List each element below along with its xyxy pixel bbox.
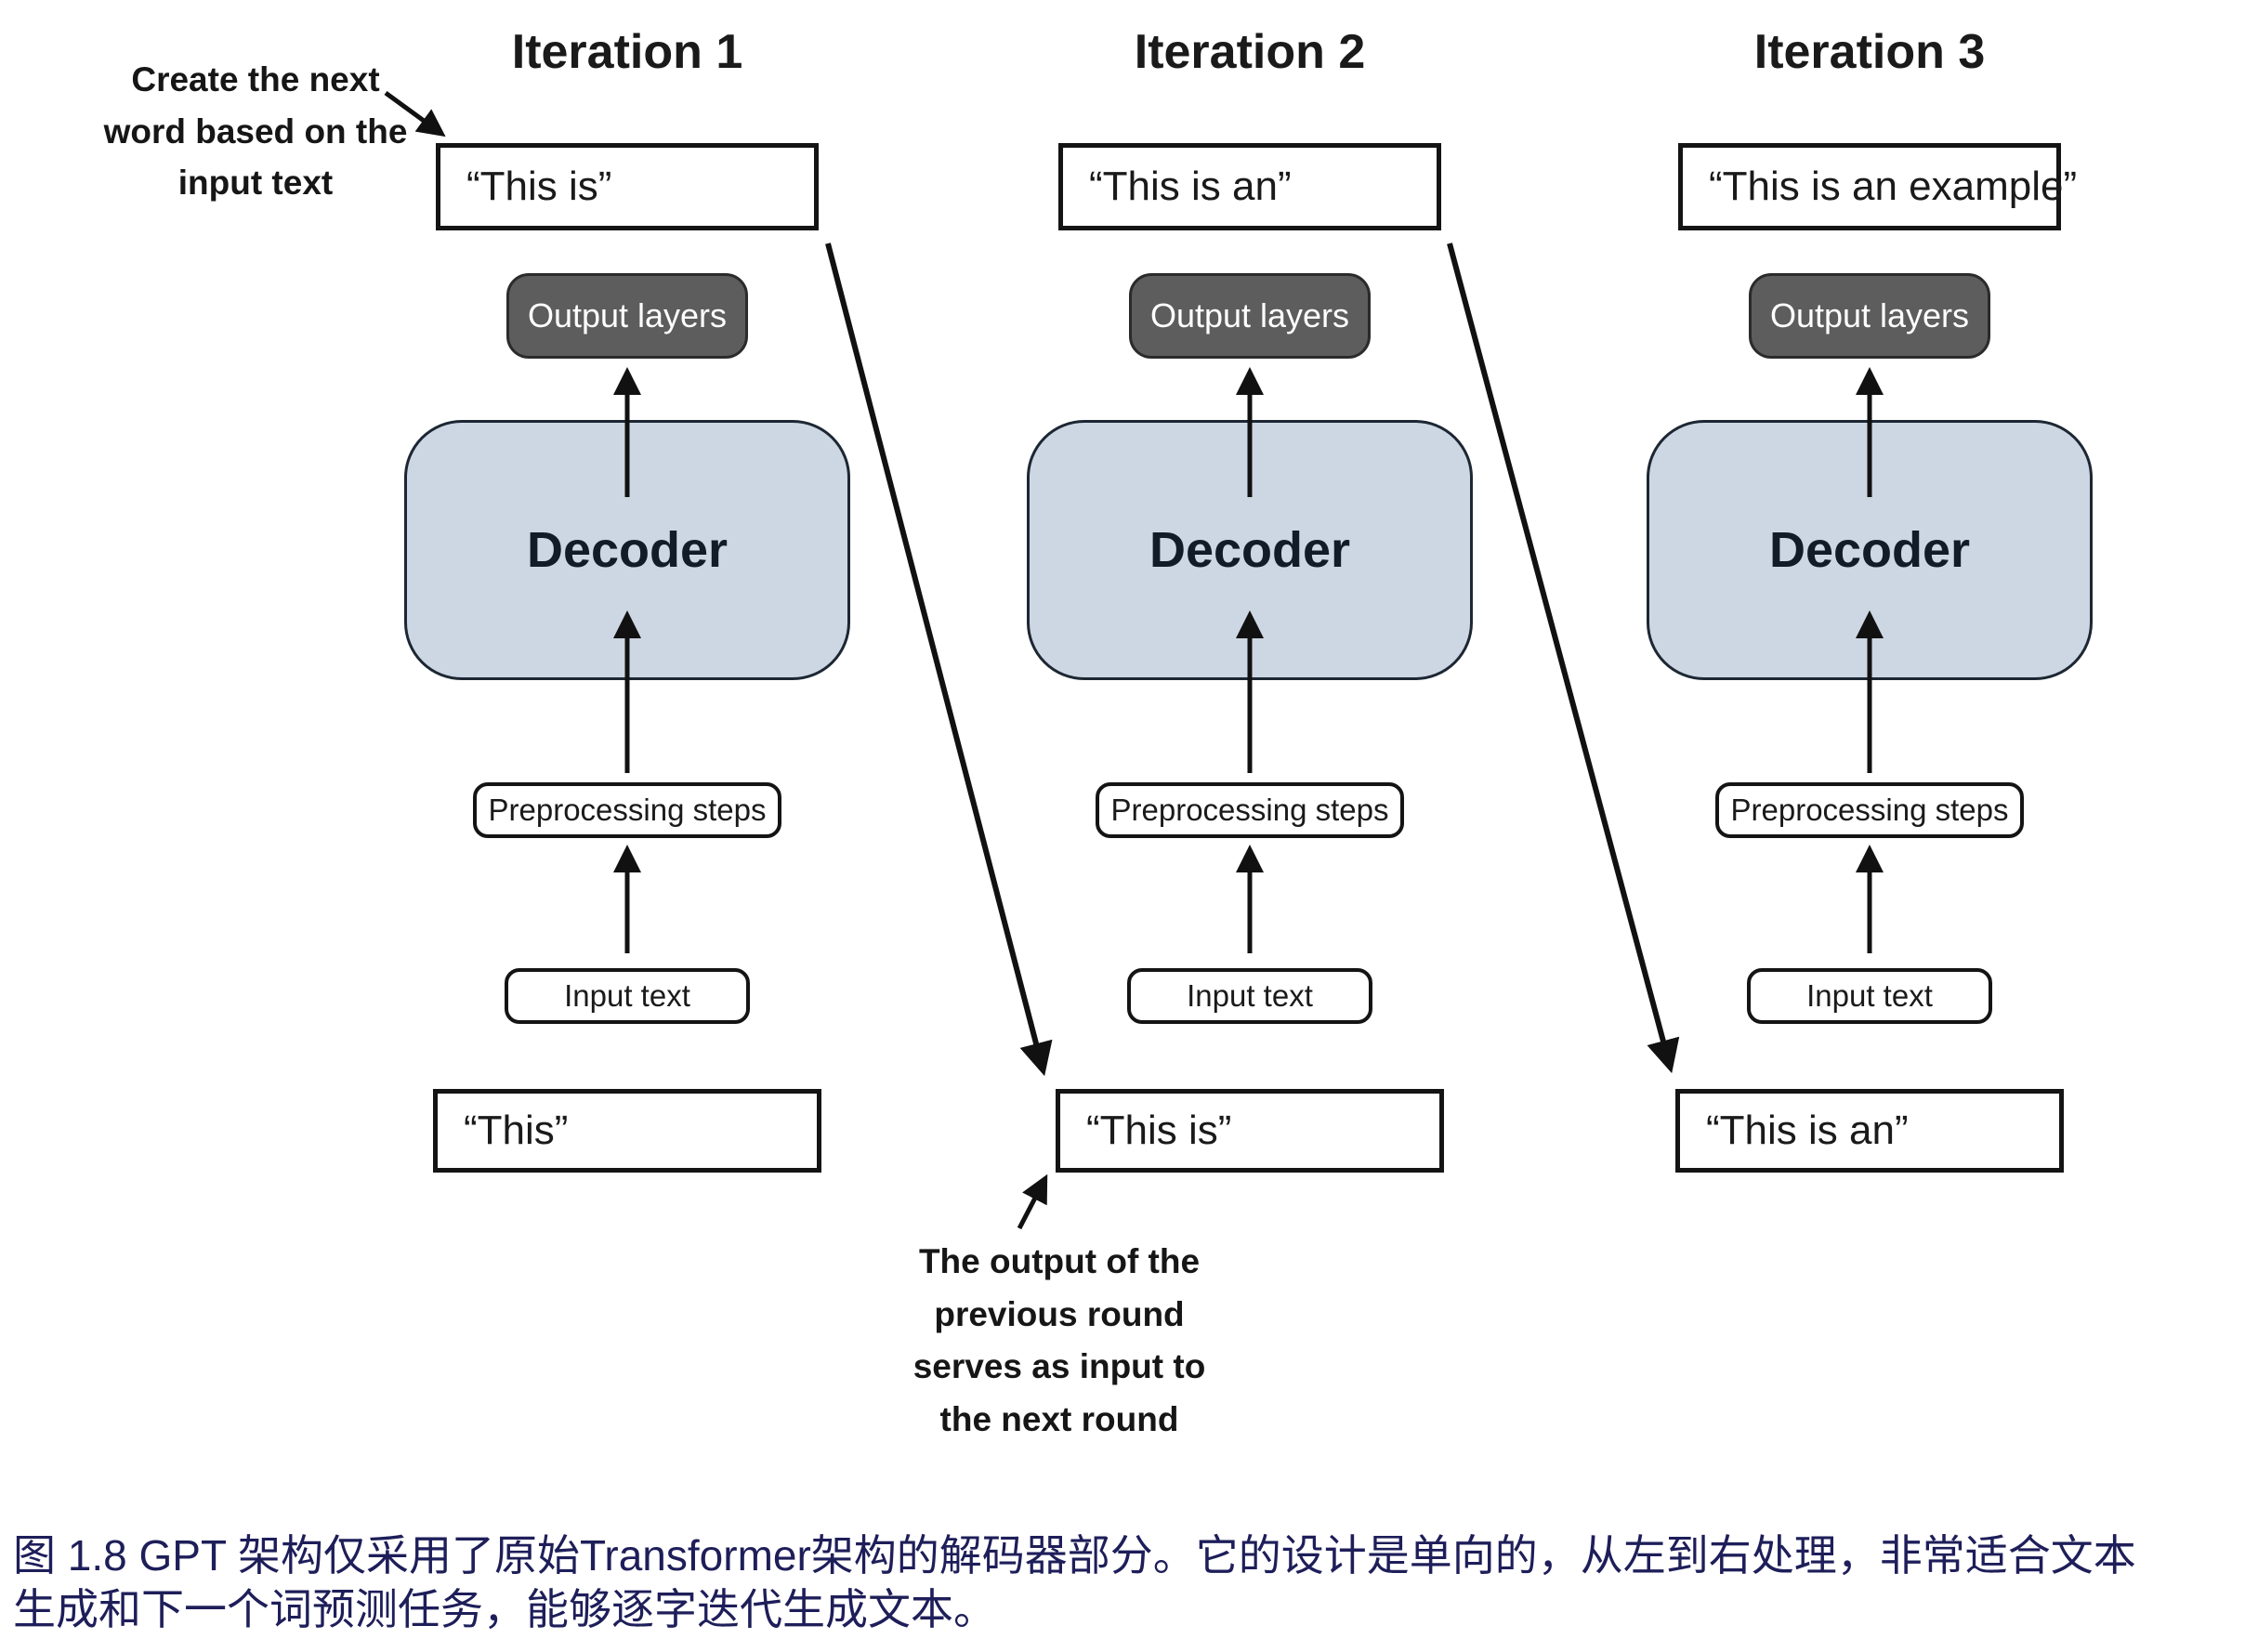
preprocessing-steps-box: Preprocessing steps (1096, 782, 1404, 838)
output-layers-label: Output layers (1149, 296, 1350, 334)
output-layers-box: Output layers (506, 273, 748, 359)
input-text-box: Input text (1127, 968, 1372, 1024)
create-next-word-note: Create the next word based on the input … (79, 54, 432, 209)
output-feeds-next-round-note: The output of the previous round serves … (869, 1236, 1250, 1446)
preprocessing-steps-box: Preprocessing steps (1715, 782, 2024, 838)
note-line: serves as input to (912, 1347, 1206, 1386)
generated-text: “This is” (466, 164, 612, 209)
decoder-box: Decoder (404, 420, 850, 680)
decoder-label: Decoder (1768, 522, 1971, 578)
preprocessing-steps-box: Preprocessing steps (473, 782, 781, 838)
input-text-label: Input text (1187, 978, 1313, 1013)
note-line: the next round (939, 1399, 1179, 1438)
input-text-box: Input text (1747, 968, 1992, 1024)
output-layers-label: Output layers (1769, 296, 1970, 334)
iteration-column-3: Iteration 3 “This is an example” Output … (1489, 0, 2251, 1199)
input-string-box: “This is” (1056, 1089, 1444, 1173)
generated-text: “This is an” (1089, 164, 1292, 209)
iteration-title: Iteration 1 (511, 25, 743, 79)
input-string: “This” (464, 1108, 569, 1153)
iteration-column-2: Iteration 2 “This is an” Output layers D… (869, 0, 1631, 1199)
caption-line-2: 生成和下一个词预测任务，能够逐字迭代生成文本。 (13, 1584, 996, 1633)
input-string-box: “This” (433, 1089, 821, 1173)
decoder-box: Decoder (1027, 420, 1473, 680)
figure-caption: 图 1.8 GPT 架构仅采用了原始Transformer架构的解码器部分。它的… (13, 1529, 2245, 1637)
input-text-label: Input text (564, 978, 690, 1013)
decoder-box: Decoder (1647, 420, 2093, 680)
generated-text-box: “This is an” (1058, 143, 1441, 230)
output-layers-box: Output layers (1129, 273, 1371, 359)
preprocessing-label: Preprocessing steps (1110, 793, 1389, 827)
note-line: previous round (934, 1294, 1185, 1333)
iteration-title: Iteration 2 (1134, 25, 1366, 79)
preprocessing-label: Preprocessing steps (488, 793, 767, 827)
preprocessing-label: Preprocessing steps (1730, 793, 2009, 827)
decoder-label: Decoder (526, 522, 729, 578)
input-text-label: Input text (1806, 978, 1933, 1013)
input-string: “This is” (1086, 1108, 1232, 1153)
iteration-title: Iteration 3 (1753, 25, 1986, 79)
generated-text-box: “This is an example” (1678, 143, 2077, 230)
input-string: “This is an” (1706, 1108, 1909, 1153)
generated-text: “This is an example” (1709, 164, 2078, 209)
note-line: The output of the (918, 1242, 1201, 1280)
decoder-label: Decoder (1149, 522, 1351, 578)
output-layers-label: Output layers (527, 296, 728, 334)
output-layers-box: Output layers (1749, 273, 1990, 359)
input-text-box: Input text (505, 968, 750, 1024)
note-line: input text (177, 164, 334, 202)
generated-text-box: “This is” (436, 143, 819, 230)
caption-line-1: 图 1.8 GPT 架构仅采用了原始Transformer架构的解码器部分。它的… (13, 1531, 2136, 1580)
input-string-box: “This is an” (1675, 1089, 2064, 1173)
note-line: Create the next (131, 60, 380, 98)
note-line: word based on the (103, 111, 408, 151)
iteration-column-1: Iteration 1 “This is” Output layers Deco… (246, 0, 1008, 1199)
